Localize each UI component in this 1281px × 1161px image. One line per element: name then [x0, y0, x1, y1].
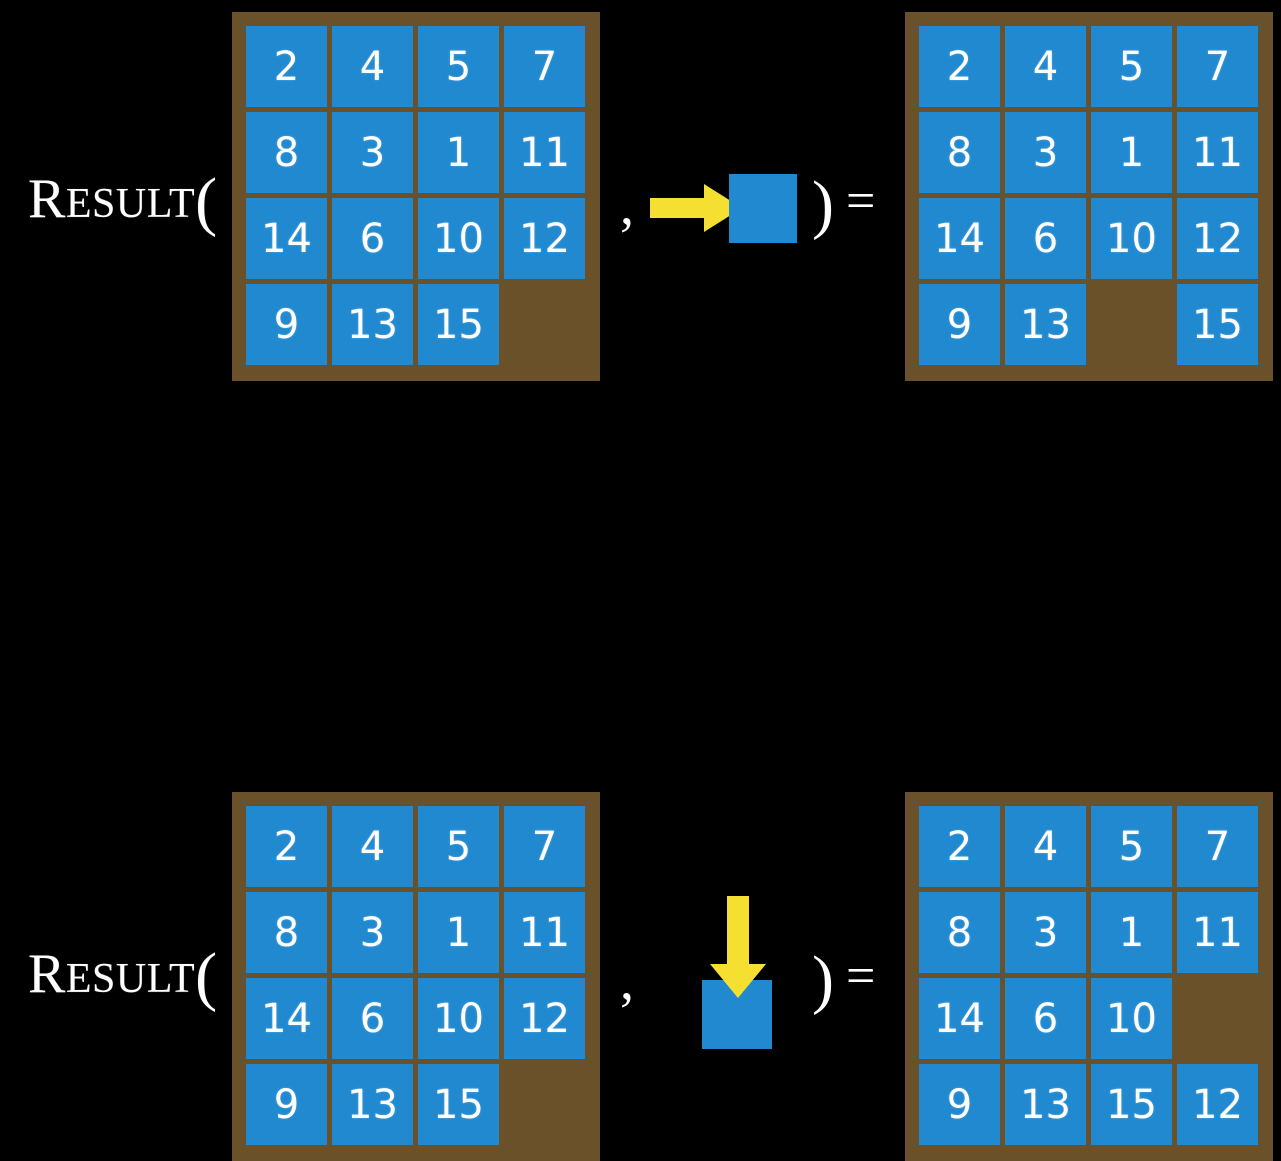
puzzle-tile[interactable]: 14 [246, 198, 327, 279]
puzzle-tile[interactable]: 1 [418, 892, 499, 973]
puzzle-tile[interactable]: 12 [1177, 1064, 1258, 1145]
puzzle-tile[interactable]: 11 [504, 892, 585, 973]
puzzle-tile[interactable]: 12 [504, 198, 585, 279]
puzzle-blank-cell [504, 284, 585, 365]
puzzle-tile[interactable]: 7 [1177, 806, 1258, 887]
equals-sign: = [845, 948, 876, 1005]
puzzle-tile[interactable]: 5 [1091, 806, 1172, 887]
puzzle-tile[interactable]: 13 [1005, 284, 1086, 365]
puzzle-tile[interactable]: 5 [418, 26, 499, 107]
puzzle-tile[interactable]: 4 [1005, 26, 1086, 107]
puzzle-tile[interactable]: 6 [332, 198, 413, 279]
move-operand-tile [729, 174, 797, 243]
puzzle-tile[interactable]: 15 [1177, 284, 1258, 365]
result-label-rest: ESULT [65, 956, 196, 1002]
puzzle-tile[interactable]: 10 [418, 198, 499, 279]
board-grid: 2 4 5 7 8 3 1 11 14 6 10 12 9 13 15 [919, 26, 1260, 365]
puzzle-tile[interactable]: 4 [332, 806, 413, 887]
puzzle-tile[interactable]: 13 [332, 284, 413, 365]
puzzle-tile[interactable]: 6 [1005, 198, 1086, 279]
output-board-row1: 2 4 5 7 8 3 1 11 14 6 10 12 9 13 15 [905, 12, 1273, 381]
argument-separator-comma: , [620, 950, 634, 1012]
input-board-row1: 2 4 5 7 8 3 1 11 14 6 10 12 9 13 15 [232, 12, 600, 381]
puzzle-tile[interactable]: 9 [246, 284, 327, 365]
puzzle-tile[interactable]: 13 [332, 1064, 413, 1145]
result-closing-expression: )= [812, 947, 875, 1018]
board-grid: 2 4 5 7 8 3 1 11 14 6 10 12 9 13 15 [246, 26, 587, 365]
puzzle-tile[interactable]: 10 [1091, 978, 1172, 1059]
result-label-initial: R [28, 168, 66, 230]
result-label: RESULT( [28, 168, 218, 235]
puzzle-tile[interactable]: 11 [1177, 112, 1258, 193]
right-arrow-icon [650, 184, 742, 232]
equals-sign: = [845, 173, 876, 230]
puzzle-tile[interactable]: 2 [246, 26, 327, 107]
puzzle-tile[interactable]: 8 [246, 112, 327, 193]
puzzle-tile[interactable]: 13 [1005, 1064, 1086, 1145]
puzzle-tile[interactable]: 9 [919, 1064, 1000, 1145]
puzzle-tile[interactable]: 3 [1005, 112, 1086, 193]
puzzle-tile[interactable]: 8 [919, 892, 1000, 973]
close-paren: ) [812, 168, 834, 241]
puzzle-blank-cell [1177, 978, 1258, 1059]
puzzle-tile[interactable]: 2 [919, 806, 1000, 887]
puzzle-tile[interactable]: 12 [1177, 198, 1258, 279]
open-paren: ( [195, 165, 218, 238]
puzzle-tile[interactable]: 2 [919, 26, 1000, 107]
result-row-down-move: RESULT( 2 4 5 7 8 3 1 11 14 6 10 12 9 13… [0, 390, 1281, 1161]
board-grid: 2 4 5 7 8 3 1 11 14 6 10 9 13 15 12 [919, 806, 1260, 1145]
result-closing-expression: )= [812, 172, 875, 243]
puzzle-tile[interactable]: 4 [332, 26, 413, 107]
board-grid: 2 4 5 7 8 3 1 11 14 6 10 12 9 13 15 [246, 806, 587, 1145]
puzzle-tile[interactable]: 1 [418, 112, 499, 193]
puzzle-tile[interactable]: 14 [919, 198, 1000, 279]
puzzle-tile[interactable]: 14 [919, 978, 1000, 1059]
puzzle-tile[interactable]: 8 [919, 112, 1000, 193]
puzzle-tile[interactable]: 11 [1177, 892, 1258, 973]
puzzle-tile[interactable]: 12 [504, 978, 585, 1059]
puzzle-tile[interactable]: 10 [418, 978, 499, 1059]
puzzle-tile[interactable]: 5 [418, 806, 499, 887]
puzzle-tile[interactable]: 9 [919, 284, 1000, 365]
result-label: RESULT( [28, 943, 218, 1010]
puzzle-tile[interactable]: 3 [1005, 892, 1086, 973]
down-arrow-icon [710, 896, 766, 998]
open-paren: ( [195, 940, 218, 1013]
input-board-row2: 2 4 5 7 8 3 1 11 14 6 10 12 9 13 15 [232, 792, 600, 1161]
puzzle-tile[interactable]: 1 [1091, 892, 1172, 973]
puzzle-tile[interactable]: 2 [246, 806, 327, 887]
puzzle-tile[interactable]: 8 [246, 892, 327, 973]
puzzle-tile[interactable]: 14 [246, 978, 327, 1059]
puzzle-tile[interactable]: 3 [332, 112, 413, 193]
puzzle-tile[interactable]: 15 [418, 1064, 499, 1145]
puzzle-tile[interactable]: 4 [1005, 806, 1086, 887]
puzzle-tile[interactable]: 1 [1091, 112, 1172, 193]
puzzle-tile[interactable]: 7 [504, 806, 585, 887]
puzzle-tile[interactable]: 15 [1091, 1064, 1172, 1145]
close-paren: ) [812, 943, 834, 1016]
argument-separator-comma: , [620, 175, 634, 237]
puzzle-tile[interactable]: 11 [504, 112, 585, 193]
result-row-right-move: RESULT( 2 4 5 7 8 3 1 11 14 6 10 12 9 13… [0, 0, 1281, 390]
puzzle-blank-cell [504, 1064, 585, 1145]
result-label-initial: R [28, 943, 66, 1005]
puzzle-tile[interactable]: 9 [246, 1064, 327, 1145]
puzzle-blank-cell [1091, 284, 1172, 365]
puzzle-tile[interactable]: 15 [418, 284, 499, 365]
result-label-rest: ESULT [65, 181, 196, 227]
puzzle-tile[interactable]: 6 [332, 978, 413, 1059]
puzzle-tile[interactable]: 7 [1177, 26, 1258, 107]
output-board-row2: 2 4 5 7 8 3 1 11 14 6 10 9 13 15 12 [905, 792, 1273, 1161]
puzzle-tile[interactable]: 7 [504, 26, 585, 107]
puzzle-tile[interactable]: 10 [1091, 198, 1172, 279]
puzzle-tile[interactable]: 5 [1091, 26, 1172, 107]
puzzle-tile[interactable]: 3 [332, 892, 413, 973]
puzzle-tile[interactable]: 6 [1005, 978, 1086, 1059]
